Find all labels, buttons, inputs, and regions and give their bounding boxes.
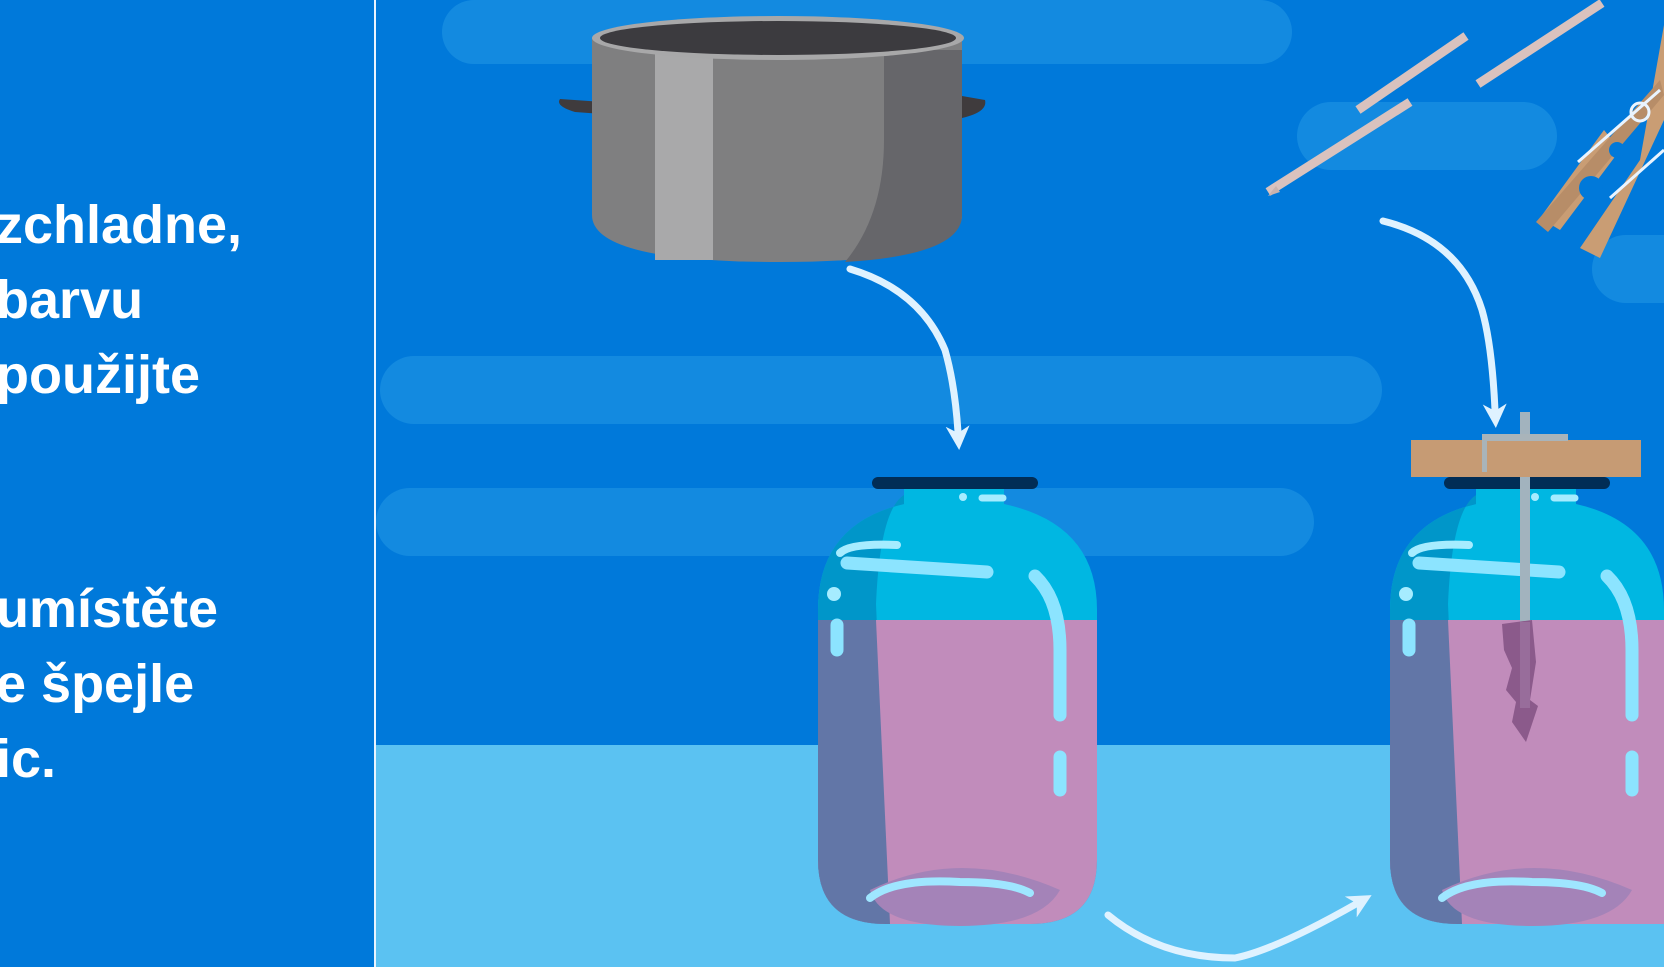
instruction-line: použijte — [0, 338, 200, 413]
scene-svg — [376, 0, 1664, 967]
glass-jar-icon — [818, 477, 1097, 926]
instruction-line: ic. — [0, 722, 56, 797]
instructions-panel: zchladne, barvu použijte umístěte e špej… — [0, 0, 374, 967]
illustration-scene — [376, 0, 1664, 967]
instruction-line: zchladne, — [0, 188, 242, 263]
instruction-line: umístěte — [0, 572, 218, 647]
instruction-line: barvu — [0, 263, 143, 338]
cooking-pot-icon — [559, 16, 985, 262]
instruction-line: e špejle — [0, 647, 194, 722]
